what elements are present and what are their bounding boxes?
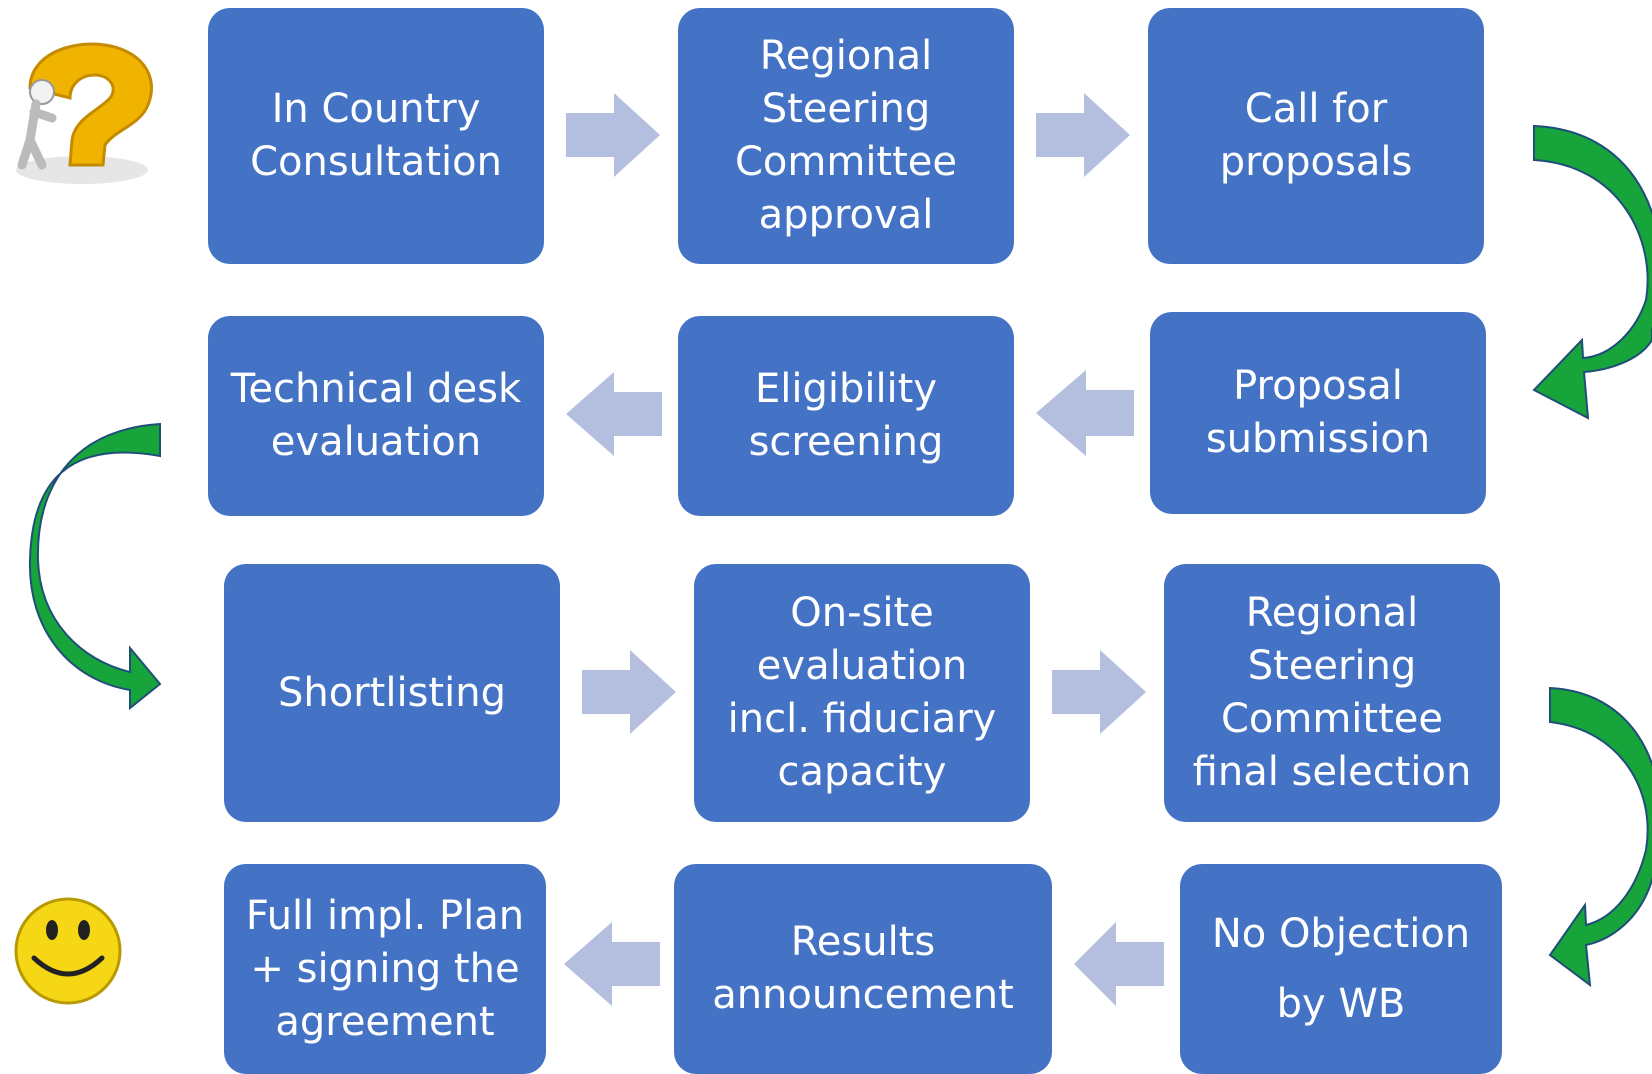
arrow-right-2	[1036, 93, 1130, 177]
step-on-site-evaluation: On-site evaluation incl. fiduciary capac…	[694, 564, 1030, 822]
arrow-left-3	[564, 922, 660, 1006]
step-text-line: approval	[758, 192, 934, 238]
straight-arrows	[564, 93, 1164, 1006]
step-proposal-submission: Proposal submission	[1150, 312, 1486, 514]
step-text-line: by WB	[1276, 981, 1406, 1027]
curved-arrow-right-1	[1532, 124, 1652, 420]
step-text-line: Results	[790, 919, 936, 965]
step-text-line: submission	[1205, 416, 1431, 462]
step-text-line: Steering	[1247, 643, 1417, 689]
step-shortlisting: Shortlisting	[224, 564, 560, 822]
arrow-left-4	[1074, 922, 1164, 1006]
curved-arrows	[28, 124, 1652, 988]
step-full-impl-plan: Full impl. Plan + signing the agreement	[224, 864, 546, 1074]
step-text-line: Regional	[1245, 590, 1419, 636]
step-text-line: announcement	[712, 972, 1014, 1018]
step-results-announcement: Results announcement	[674, 864, 1052, 1074]
step-regional-steering-final-selection: Regional Steering Committee final select…	[1164, 564, 1500, 822]
step-text-line: final selection	[1192, 749, 1472, 795]
step-text-line: Call for	[1244, 86, 1388, 132]
step-text-line: proposals	[1219, 139, 1413, 185]
arrow-left-1	[566, 372, 662, 456]
step-text-line: Full impl. Plan	[245, 892, 525, 939]
step-text-line: In Country	[271, 86, 481, 132]
step-text-line: Regional	[759, 33, 933, 79]
step-text-line: capacity	[777, 749, 947, 795]
step-text-line: evaluation	[756, 643, 968, 689]
step-text-line: Eligibility	[754, 366, 938, 412]
step-text-line: screening	[748, 419, 944, 465]
curved-arrow-left	[28, 422, 162, 711]
step-text-line: No Objection	[1211, 911, 1471, 957]
arrow-right-3	[582, 650, 676, 734]
curved-arrow-right-2	[1548, 686, 1652, 988]
smiley-face-icon	[14, 897, 122, 1005]
step-call-for-proposals: Call for proposals	[1148, 8, 1484, 264]
step-text-line: Committee	[1220, 696, 1443, 742]
question-mark-person-icon	[16, 42, 153, 184]
step-text-line: agreement	[275, 998, 495, 1045]
step-text-line: Proposal	[1233, 363, 1403, 409]
step-text-line: Steering	[761, 86, 931, 132]
step-text-line: + signing the	[250, 945, 520, 992]
step-technical-desk-evaluation: Technical desk evaluation	[208, 316, 544, 516]
arrow-left-2	[1036, 370, 1134, 456]
step-text-line: Technical desk	[230, 366, 522, 412]
step-text-line: incl. fiduciary	[727, 696, 997, 742]
step-eligibility-screening: Eligibility screening	[678, 316, 1014, 516]
step-text-line: Shortlisting	[278, 669, 506, 716]
step-regional-steering-approval: Regional Steering Committee approval	[678, 8, 1014, 264]
step-text-line: On-site	[790, 590, 934, 636]
step-in-country-consultation: In Country Consultation	[208, 8, 544, 264]
step-text-line: Committee	[734, 139, 958, 185]
step-no-objection: No Objection by WB	[1180, 864, 1502, 1074]
step-text-line: Consultation	[250, 139, 502, 185]
arrow-right-4	[1052, 650, 1146, 734]
step-text-line: evaluation	[270, 419, 482, 465]
arrow-right-1	[566, 93, 660, 177]
